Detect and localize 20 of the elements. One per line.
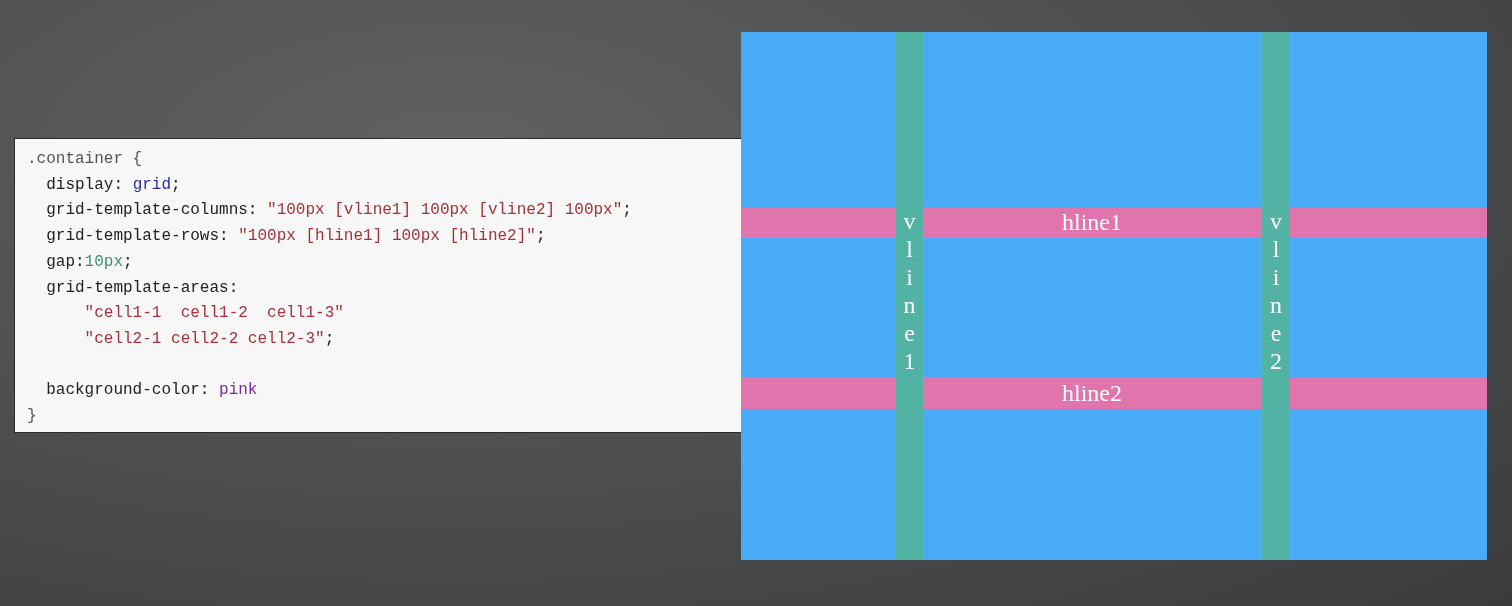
band-label: vline2 [1270, 207, 1282, 375]
code-line: grid-template-rows: "100px [hline1] 100px [hline2]"; [46, 226, 546, 248]
code-line: grid-template-columns: "100px [vline1] 100px [vline2] 100px"; [46, 200, 632, 222]
code-line: "cell1-1 cell1-2 cell1-3" [84, 303, 344, 325]
band-label: vline1 [903, 207, 916, 375]
column-gap-band [896, 32, 923, 560]
code-line: } [27, 406, 37, 427]
code-line: background-color: pink [46, 380, 258, 402]
code-panel [14, 138, 742, 433]
row-gap-band [741, 378, 1487, 409]
row-gap-band [741, 207, 1487, 238]
code-line: gap:10px; [46, 251, 133, 273]
grid-container [741, 32, 1487, 560]
band-label: hline1 [1062, 208, 1122, 237]
code-line: display: grid; [46, 174, 181, 196]
code-line: "cell2-1 cell2-2 cell2-3"; [84, 328, 335, 350]
code-line: grid-template-areas: [46, 277, 239, 299]
code-line: .container { [27, 149, 143, 170]
column-gap-band [1262, 32, 1290, 560]
band-label: hline2 [1062, 379, 1122, 408]
